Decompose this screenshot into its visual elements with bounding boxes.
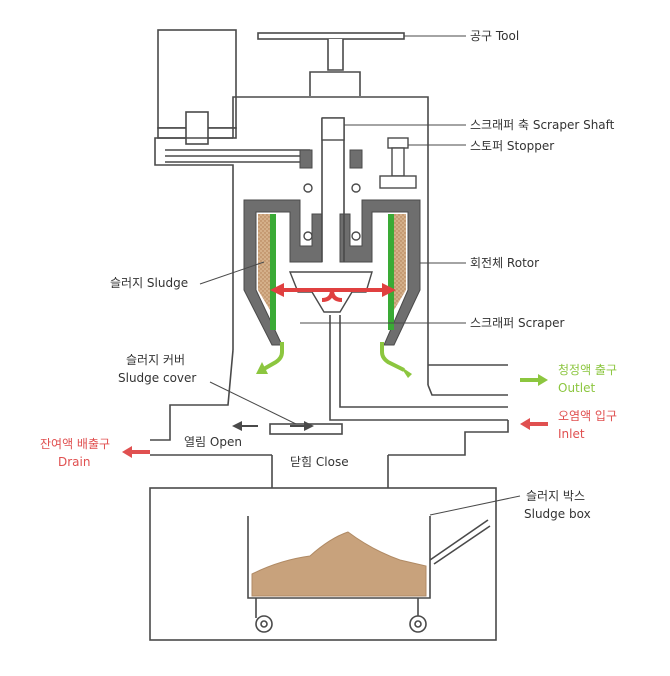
label-stopper: 스토퍼 Stopper xyxy=(470,139,554,153)
flow-arrow-red xyxy=(270,283,396,302)
drain-arrow xyxy=(122,446,150,458)
label-outlet-en: Outlet xyxy=(558,381,595,395)
motor xyxy=(157,29,237,145)
label-drain-en: Drain xyxy=(58,455,90,469)
label-sludge-box-en: Sludge box xyxy=(524,507,591,521)
bearing xyxy=(303,231,313,241)
label-sludge-box-ko: 슬러지 박스 xyxy=(526,489,585,503)
sludge-pile xyxy=(251,531,427,597)
scraper-blade-right xyxy=(388,214,394,330)
label-scraper-shaft: 스크래퍼 축 Scraper Shaft xyxy=(470,118,615,132)
bearing xyxy=(351,183,361,193)
label-sludge-cover-en: Sludge cover xyxy=(118,371,196,385)
sludge-box-housing xyxy=(149,487,497,641)
bearing xyxy=(303,183,313,193)
drive-belt xyxy=(165,149,310,163)
sludge-right xyxy=(394,214,406,310)
leader-lines xyxy=(199,35,521,516)
open-close-arrows xyxy=(232,421,314,431)
sludge-box xyxy=(247,516,491,633)
label-inlet-ko: 오염액 입구 xyxy=(558,409,617,423)
label-tool: 공구 Tool xyxy=(470,29,519,43)
outlet-arrow xyxy=(520,374,548,386)
label-outlet-ko: 청정액 출구 xyxy=(558,363,617,377)
wheel xyxy=(260,620,268,628)
label-rotor: 회전체 Rotor xyxy=(470,256,539,270)
pulley xyxy=(299,149,363,169)
housing xyxy=(150,96,509,488)
scraper-blade-left xyxy=(270,214,276,330)
label-open: 열림 Open xyxy=(184,435,242,449)
label-close: 닫힘 Close xyxy=(290,455,349,469)
green-flow-arrows xyxy=(256,342,412,378)
stopper xyxy=(379,137,417,189)
rotor-right-wall xyxy=(339,199,421,346)
rotor-left-wall xyxy=(243,199,323,346)
label-sludge: 슬러지 Sludge xyxy=(110,276,188,290)
label-drain-ko: 잔여액 배출구 xyxy=(40,437,110,451)
tool xyxy=(257,32,405,96)
label-scraper: 스크래퍼 Scraper xyxy=(470,316,564,330)
label-sludge-cover-ko: 슬러지 커버 xyxy=(126,353,185,367)
bearing xyxy=(351,231,361,241)
wheel xyxy=(414,620,422,628)
inlet-arrow xyxy=(520,418,548,430)
label-inlet-en: Inlet xyxy=(558,427,585,441)
